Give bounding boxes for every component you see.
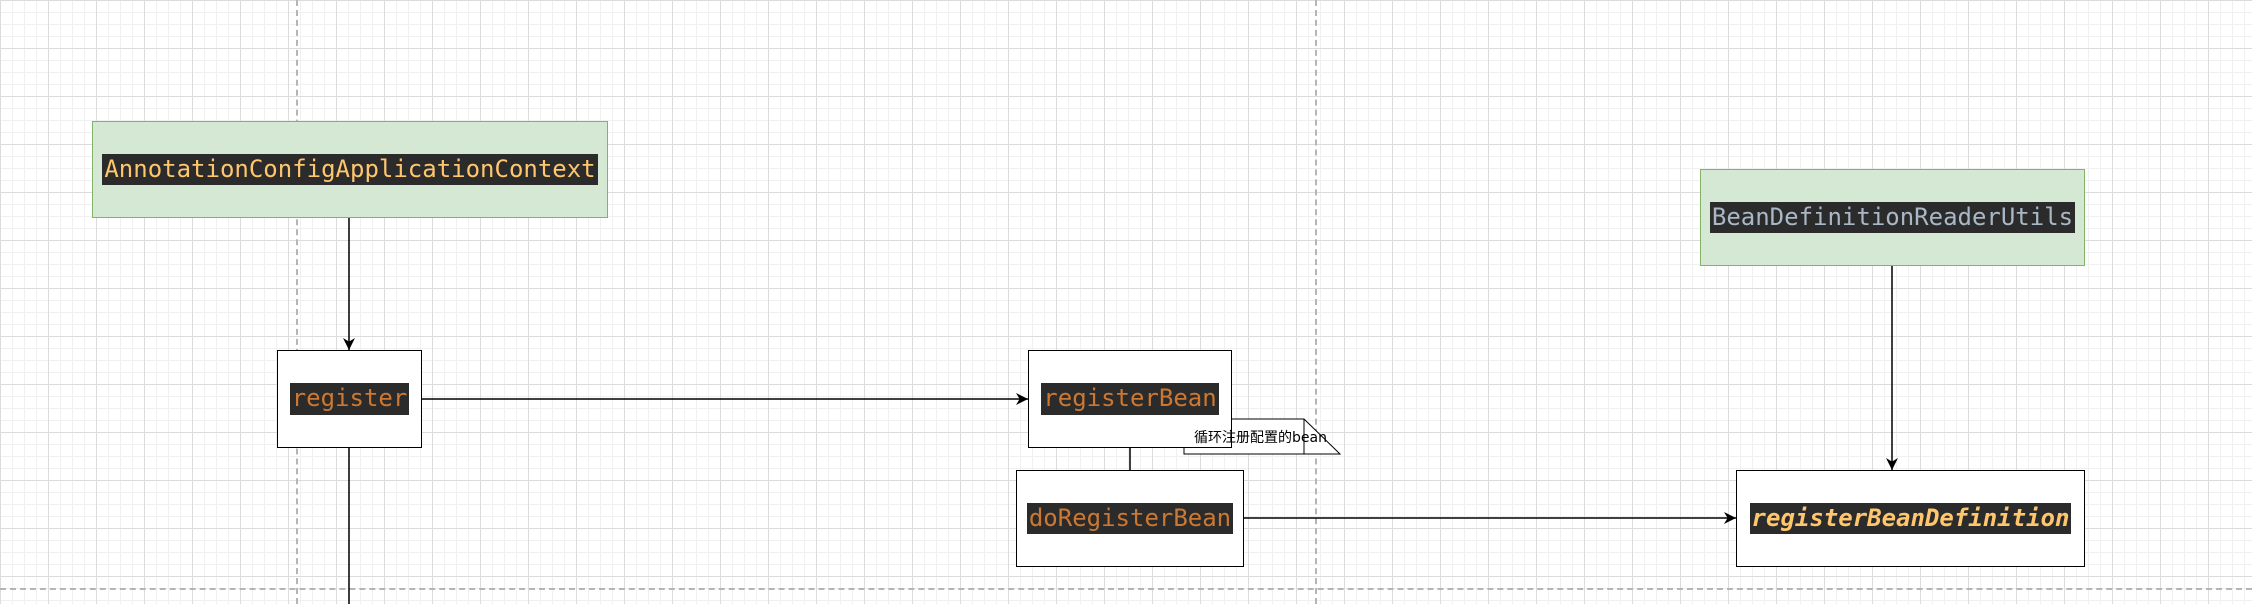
node-label: registerBean xyxy=(1041,383,1219,415)
node-label: BeanDefinitionReaderUtils xyxy=(1709,201,2076,234)
note-loop-register: 循环注册配置的bean xyxy=(1184,419,1340,454)
node-register[interactable]: register xyxy=(277,350,422,448)
node-annotation-config-application-context[interactable]: AnnotationConfigApplicationContext xyxy=(92,121,608,218)
node-label: doRegisterBean xyxy=(1026,502,1234,535)
node-label: AnnotationConfigApplicationContext xyxy=(102,153,598,186)
node-register-bean-definition[interactable]: registerBeanDefinition xyxy=(1736,470,2085,567)
node-do-register-bean[interactable]: doRegisterBean xyxy=(1016,470,1244,567)
page-guide-vertical-right xyxy=(1315,0,1317,604)
node-label: registerBeanDefinition xyxy=(1749,502,2072,535)
node-bean-definition-reader-utils[interactable]: BeanDefinitionReaderUtils xyxy=(1700,169,2085,266)
node-register-bean[interactable]: registerBean xyxy=(1028,350,1232,448)
page-guide-vertical-left xyxy=(296,0,298,604)
note-text: 循环注册配置的bean xyxy=(1194,429,1327,446)
page-guide-horizontal xyxy=(0,588,2252,590)
node-label: register xyxy=(289,383,410,415)
